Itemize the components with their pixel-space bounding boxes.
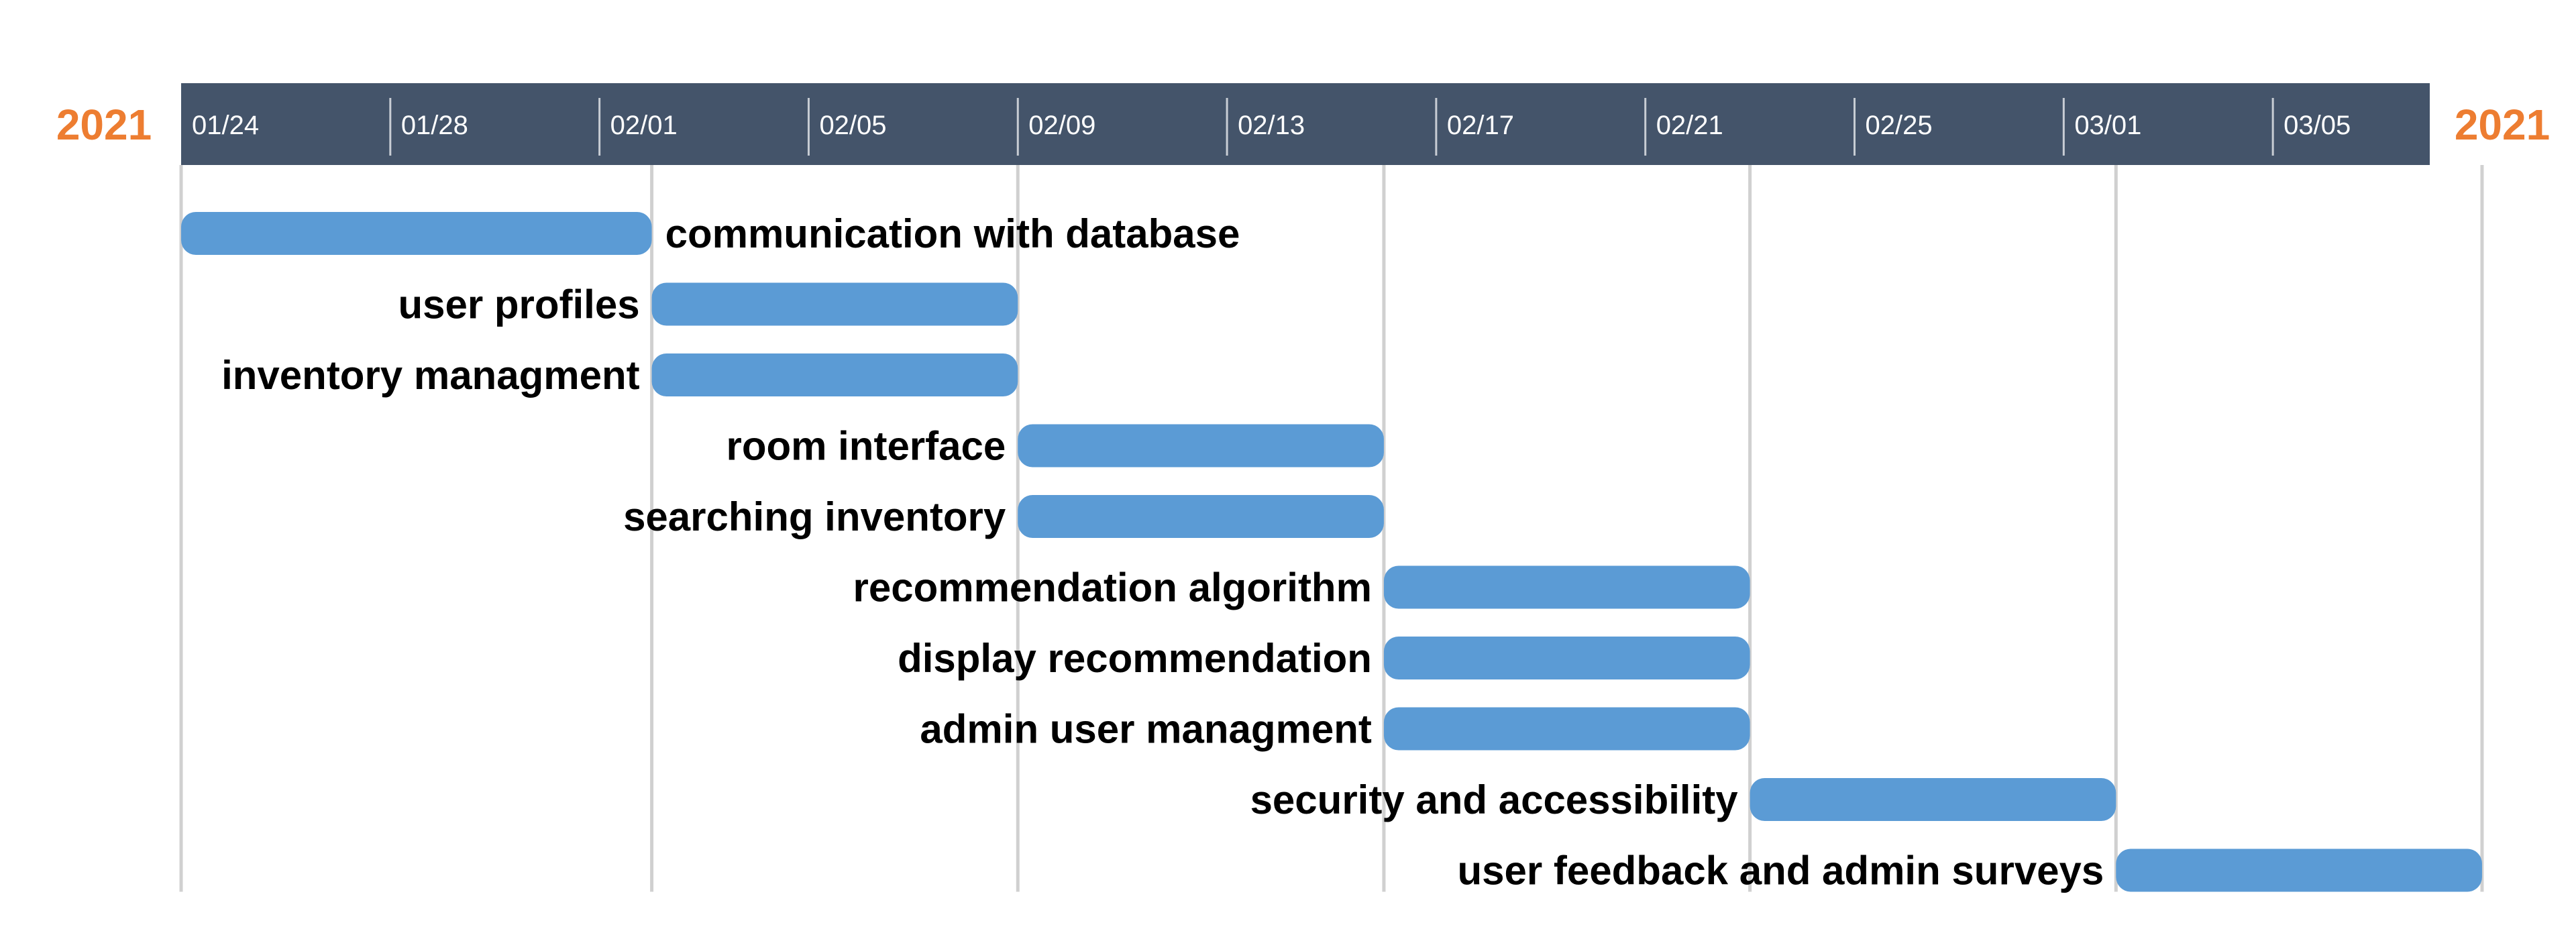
task-bar [651,353,1018,396]
task-label: inventory managment [221,353,639,398]
tick-label: 02/01 [610,111,678,140]
year-label-left: 2021 [56,101,152,149]
task-bar [1383,707,1750,751]
tick-label: 02/09 [1028,111,1095,140]
timeline-ticks: 01/24 01/28 02/01 02/05 02/09 02/13 02/17 02/21… [192,98,2351,156]
timeline-header-band [181,83,2430,165]
year-label-right: 2021 [2455,101,2550,149]
task-label: user profiles [398,282,639,327]
task-label: admin user managment [920,707,1372,752]
tick-label: 01/24 [192,111,259,140]
task-bar [1383,637,1750,679]
task-bar [1750,778,2116,821]
task-label: searching inventory [623,494,1006,539]
tick-label: 03/05 [2284,111,2351,140]
task-bar [181,212,652,255]
task-bar [1383,565,1750,609]
tick-label: 02/13 [1238,111,1305,140]
task-label: communication with database [665,211,1240,256]
task-label: display recommendation [898,636,1372,681]
task-bar [1018,495,1384,538]
tick-label: 01/28 [401,111,468,140]
gridlines [179,165,2484,892]
tick-label: 02/17 [1447,111,1514,140]
task-bars [181,212,2482,892]
tick-label: 02/21 [1656,111,1723,140]
tick-label: 03/01 [2074,111,2141,140]
task-bar [1018,424,1384,468]
task-label: user feedback and admin surveys [1458,848,2104,893]
task-bar [2116,848,2482,892]
task-label: room interface [726,424,1006,469]
tick-label: 02/25 [1866,111,1933,140]
tick-label: 02/05 [819,111,886,140]
task-labels: communication with database user profiles… [221,211,2104,893]
task-label: recommendation algorithm [853,565,1371,610]
task-label: security and accessibility [1250,777,1739,822]
task-bar [651,282,1018,326]
